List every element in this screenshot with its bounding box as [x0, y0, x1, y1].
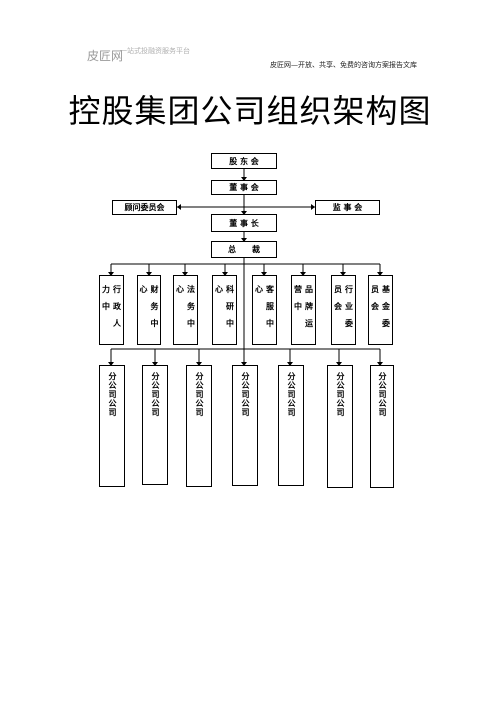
subsidiary-6: 分公司公司: [327, 365, 353, 488]
subsidiary-4: 分公司公司: [232, 365, 258, 486]
center-customer-service: 客服中心: [252, 275, 277, 345]
center-finance: 财务中心: [137, 275, 161, 345]
subsidiary-5: 分公司公司: [278, 365, 304, 486]
chairman-box: 董 事 长: [211, 214, 277, 232]
center-research: 科研中心: [212, 275, 237, 345]
industry-committee: 行业委员会: [331, 275, 356, 345]
fund-committee: 基金委员会: [368, 275, 393, 345]
subsidiary-7: 分公司公司: [370, 365, 394, 488]
center-legal: 法务中心: [173, 275, 198, 345]
supervisory-board-box: 监 事 会: [315, 200, 380, 215]
subsidiary-2: 分公司公司: [142, 365, 168, 485]
advisory-committee-box: 顾问委员会: [112, 200, 177, 215]
shareholders-box: 股 东 会: [211, 153, 277, 169]
president-box: 总 裁: [211, 241, 277, 258]
subsidiary-1: 分公司公司: [99, 365, 125, 487]
header-note: 皮匠网—开放、共享、免费的咨询方案报告文库: [270, 61, 417, 69]
page-title: 控股集团公司组织架构图: [68, 92, 432, 130]
center-admin-hr: 行政人力中: [99, 275, 124, 345]
watermark-logo: 皮匠网: [87, 49, 124, 63]
subsidiary-3: 分公司公司: [186, 365, 212, 487]
center-brand-operations: 品牌运营中: [291, 275, 316, 345]
watermark-tagline: 一站式投融资服务平台: [120, 47, 190, 55]
board-box: 董 事 会: [211, 180, 277, 195]
